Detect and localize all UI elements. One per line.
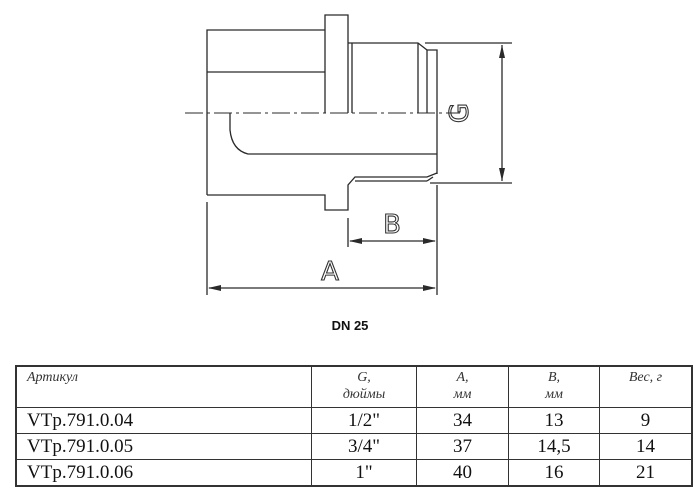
header-g: G,дюймы [311, 365, 417, 408]
cell-g: 1/2" [311, 407, 417, 434]
cell-a: 34 [416, 407, 509, 434]
dimension-a [206, 202, 435, 295]
cell-weight: 21 [599, 459, 693, 487]
cell-g: 1" [311, 459, 417, 487]
cell-b: 16 [508, 459, 600, 487]
header-b: B,мм [508, 365, 600, 408]
header-a: A,мм [416, 365, 509, 408]
cell-article: VTp.791.0.05 [15, 433, 312, 460]
dimension-label-g: G [445, 103, 475, 123]
table-row: VTp.791.0.06 1" 40 16 21 [15, 459, 693, 487]
header-article: Артикул [15, 365, 312, 408]
dimension-b [347, 185, 438, 295]
cell-b: 14,5 [508, 433, 600, 460]
table-row: VTp.791.0.04 1/2" 34 13 9 [15, 407, 693, 434]
dimension-label-b: B [383, 210, 401, 240]
fitting-body [206, 14, 438, 211]
nominal-diameter-caption: DN 25 [331, 318, 369, 333]
cell-weight: 14 [599, 433, 693, 460]
dimension-arrowheads [208, 45, 505, 291]
table-row: VTp.791.0.05 3/4" 37 14,5 14 [15, 433, 693, 460]
dimension-g [425, 42, 512, 184]
table-header-row: Артикул G,дюймы A,мм B,мм Вес, г [15, 365, 693, 408]
cell-g: 3/4" [311, 433, 417, 460]
cell-weight: 9 [599, 407, 693, 434]
cell-article: VTp.791.0.06 [15, 459, 312, 487]
header-weight: Вес, г [599, 365, 693, 408]
specification-table: Артикул G,дюймы A,мм B,мм Вес, г VTp.791… [15, 365, 693, 487]
dimension-label-a: A [321, 257, 339, 287]
fitting-technical-drawing: G B A [185, 14, 512, 295]
cell-b: 13 [508, 407, 600, 434]
cell-article: VTp.791.0.04 [15, 407, 312, 434]
cell-a: 37 [416, 433, 509, 460]
cell-a: 40 [416, 459, 509, 487]
